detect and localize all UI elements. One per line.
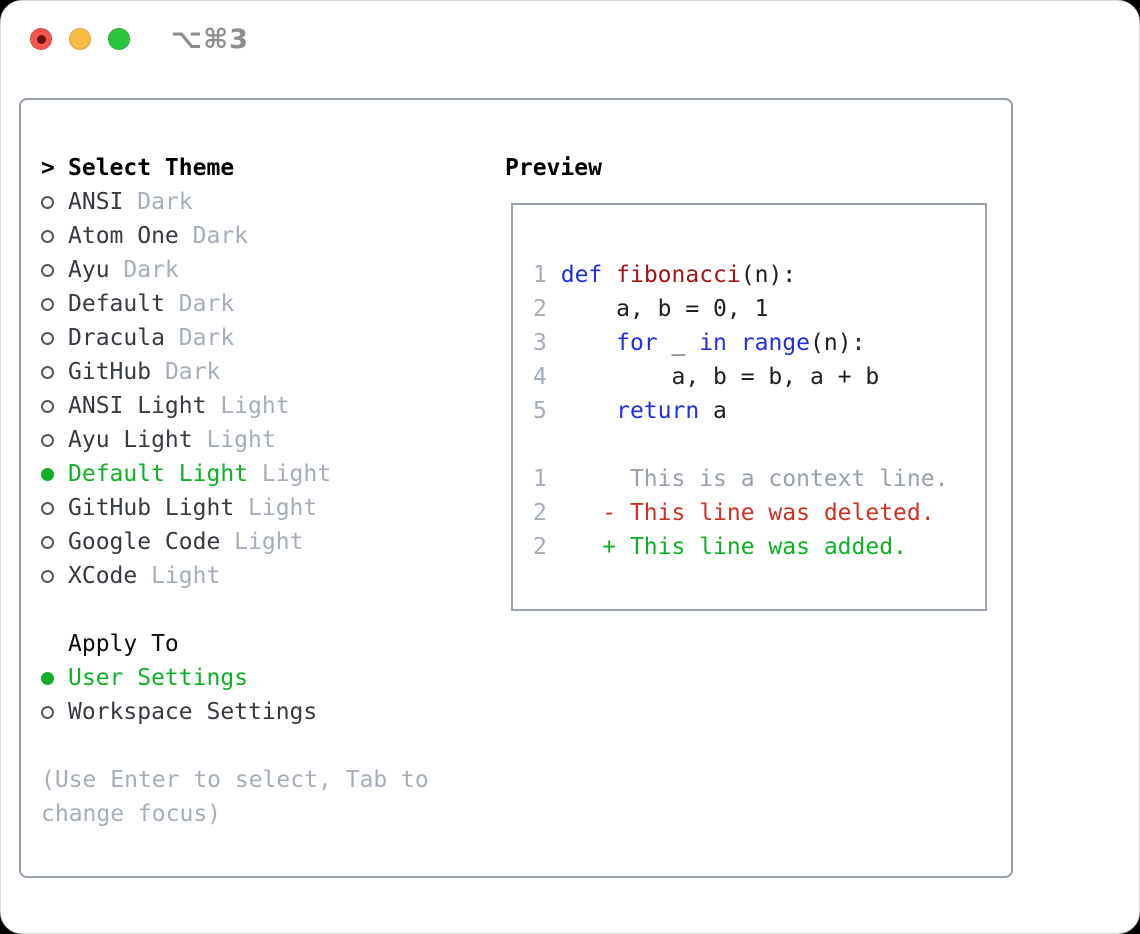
code-token: fibonacci [616,262,741,288]
code-token: return [616,398,700,424]
code-token: (n): [810,330,866,356]
radio-icon [41,332,54,345]
code-line: 4 a, b = b, a + b [533,360,985,394]
line-number: 5 [533,398,547,424]
radio-selected-icon [41,468,54,481]
section-gap [41,729,429,763]
zoom-button[interactable] [108,28,130,50]
radio-icon [41,366,54,379]
select-theme-title: Select Theme [68,155,235,181]
theme-picker-panel: > Select Theme ANSI Dark Atom One Dark Ay… [19,98,1013,878]
code-line: 2 + This line was added. [533,530,985,564]
code-line: 3 for _ in range(n): [533,326,985,360]
code-token: This is a context line. [560,466,949,492]
radio-icon [41,196,54,209]
line-number: 1 [533,262,547,288]
code-token: in [699,330,727,356]
line-number: 2 [533,534,547,560]
code-token: def [560,262,603,288]
code-token [561,398,616,424]
code-token: - This line was deleted. [560,500,935,526]
code-token: a, b = 0, 1 [560,296,769,322]
code-token: a, b = b, a + b [560,364,880,390]
hint-line-2: change focus) [41,801,222,827]
line-number: 4 [533,364,547,390]
theme-option[interactable]: GitHub Dark [41,355,429,389]
theme-option[interactable]: Google Code Light [41,525,429,559]
radio-icon [41,570,54,583]
code-token: range [740,330,811,356]
code-token [561,330,616,356]
theme-option[interactable]: ANSI Light Light [41,389,429,423]
theme-list: ANSI Dark Atom One Dark Ayu Dark Default… [41,185,429,593]
apply-to-list: User Settings Workspace Settings [41,661,429,729]
theme-option[interactable]: Ayu Dark [41,253,429,287]
code-token: a [699,398,727,424]
radio-icon [41,298,54,311]
radio-icon [41,264,54,277]
theme-option[interactable]: Ayu Light Light [41,423,429,457]
theme-option[interactable]: Default Light Light [41,457,429,491]
theme-menu: > Select Theme ANSI Dark Atom One Dark Ay… [41,151,429,831]
apply-to-header: Apply To [41,627,429,661]
theme-option[interactable]: ANSI Dark [41,185,429,219]
line-number: 2 [533,296,547,322]
code-token [727,330,741,356]
close-button[interactable] [30,28,52,50]
code-token: for [616,330,658,356]
code-line: 2 a, b = 0, 1 [533,292,985,326]
code-token: _ [657,330,700,356]
code-line: 1 def fibonacci(n): [533,258,985,292]
apply-to-indent [41,627,68,661]
radio-icon [41,706,54,719]
hint-line-1: (Use Enter to select, Tab to [41,767,429,793]
code-line: 5 return a [533,394,985,428]
cursor-icon: > [41,155,55,181]
line-number: 1 [533,466,547,492]
titlebar: ⌥⌘3 [30,24,249,55]
theme-option[interactable]: Default Dark [41,287,429,321]
theme-option[interactable]: GitHub Light Light [41,491,429,525]
window-title: ⌥⌘3 [171,23,249,55]
radio-icon [41,536,54,549]
radio-icon [41,230,54,243]
apply-to-option[interactable]: Workspace Settings [41,695,429,729]
minimize-button[interactable] [69,28,91,50]
code-token [602,262,616,288]
section-gap [41,593,429,627]
select-theme-header: > Select Theme [41,151,429,185]
code-token: + This line was added. [560,534,907,560]
radio-selected-icon [41,672,54,685]
radio-icon [41,400,54,413]
apply-to-title: Apply To [68,631,179,657]
radio-icon [41,502,54,515]
code-token: (n): [740,262,797,288]
theme-option[interactable]: Dracula Dark [41,321,429,355]
code-line: 1 This is a context line. [533,462,985,496]
code-line [533,428,985,462]
theme-option[interactable]: XCode Light [41,559,429,593]
line-number: 3 [533,330,547,356]
preview-title: Preview [505,155,602,181]
code-line: 2 - This line was deleted. [533,496,985,530]
theme-option[interactable]: Atom One Dark [41,219,429,253]
radio-icon [41,434,54,447]
line-number: 2 [533,500,547,526]
apply-to-option[interactable]: User Settings [41,661,429,695]
